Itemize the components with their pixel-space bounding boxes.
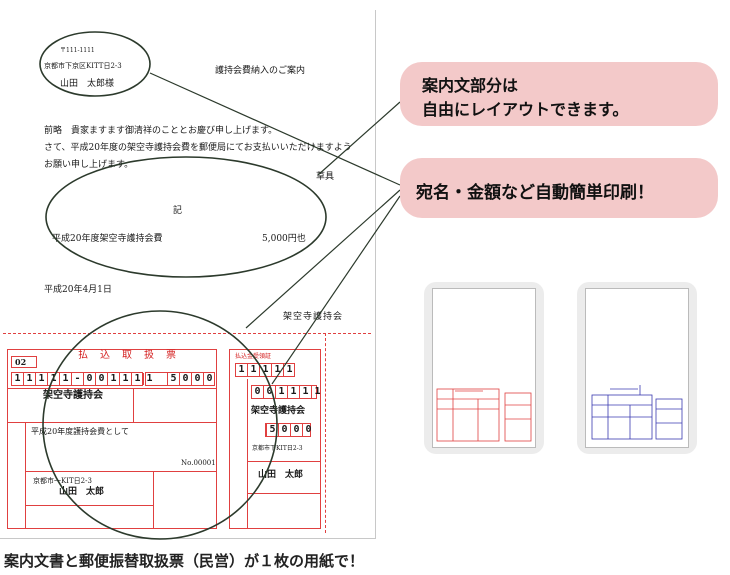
amount-digit: 0	[203, 373, 215, 385]
receipt-amount-digit: 0	[290, 424, 302, 436]
account-digit: 1	[107, 373, 119, 385]
receipt-amount-digit: 0	[278, 424, 290, 436]
letter-closing: 草具	[316, 172, 335, 182]
connector-line	[271, 195, 401, 385]
recipient-name: 山田 太郎様	[60, 79, 115, 89]
callout-autoprint: 宛名・金額など自動簡単印刷！	[400, 158, 718, 218]
slip-address: 京都市一KIT日2-3	[33, 477, 92, 485]
callout-autoprint-text: 宛名・金額など自動簡単印刷！	[416, 183, 654, 203]
receipt-head-digits: 1 1 1 1 1	[235, 364, 295, 376]
callout-layout: 案内文部分は 自由にレイアウトできます。	[400, 62, 718, 126]
account-digit: 1	[119, 373, 131, 385]
slip-ellipse	[42, 310, 278, 540]
receipt-name: 山田 太郎	[258, 470, 304, 480]
document-sheet: 〒111-1111 京都市下京区KITT日2-3 山田 太郎様 護持会費納入のご…	[0, 10, 376, 539]
receipt-account-digit: 0	[251, 386, 263, 398]
receipt-account-digit: 1	[275, 386, 287, 398]
receipt-account-digit: 1	[299, 386, 311, 398]
account-number: 1 1 1 1 1 - 0 0 1 1 1 1	[11, 373, 155, 385]
callout-layout-line1: 案内文部分は	[422, 76, 519, 95]
amount-digit: 0	[179, 373, 191, 385]
receipt-head-digit: 1	[247, 364, 259, 376]
slip-receipt-frame	[229, 349, 321, 529]
account-digit: -	[71, 373, 83, 385]
connector-line	[317, 101, 401, 176]
receipt-head-digit: 1	[283, 364, 295, 376]
sender-name: 架空寺護持会	[283, 312, 344, 322]
amount-digits: 5 0 0 0	[167, 373, 215, 385]
blue-form-preview	[591, 385, 683, 440]
receipt-account-digit: 1	[311, 386, 323, 398]
account-digit: 1	[131, 373, 143, 385]
letter-date: 平成20年4月1日	[44, 285, 112, 295]
amount-digit: 5	[167, 373, 179, 385]
fee-amount: 5,000円也	[262, 234, 306, 244]
receipt-amount-digit: 0	[302, 424, 314, 436]
connector-line	[149, 72, 401, 186]
red-form-preview	[436, 388, 532, 442]
receipt-amount-digits: 5 0 0 0	[266, 424, 314, 436]
bottom-caption: 案内文書と郵便振替取扱票（民営）が１枚の用紙で！	[4, 552, 365, 570]
fee-ellipse	[45, 156, 327, 278]
account-digit: 1	[59, 373, 71, 385]
receipt-head-digit: 1	[271, 364, 283, 376]
receipt-head-digit: 1	[235, 364, 247, 376]
callout-layout-line2: 自由にレイアウトできます。	[422, 100, 629, 119]
account-digit: 0	[95, 373, 107, 385]
receipt-head-digit: 1	[259, 364, 271, 376]
receipt-address: 京都市下KIT日2-3	[252, 445, 303, 452]
receipt-payee: 架空寺護持会	[251, 406, 306, 416]
account-digit: 1	[143, 373, 155, 385]
account-digit: 0	[83, 373, 95, 385]
receipt-amount-box	[265, 423, 311, 437]
slip-number: No.00001	[181, 459, 216, 467]
slip-payer: 山田 太郎	[59, 487, 105, 497]
account-digit: 1	[23, 373, 35, 385]
thumbnail-blue-form	[577, 282, 697, 454]
receipt-amount-digit: 5	[266, 424, 278, 436]
letter-line-2: さて、平成20年度の架空寺護持会費を郵便局にてお支払いいただけますよう	[44, 143, 352, 153]
letter-title: 護持会費納入のご案内	[215, 66, 306, 76]
ki-label: 記	[173, 206, 183, 216]
account-digit: 1	[11, 373, 23, 385]
receipt-account-digit: 0	[263, 386, 275, 398]
slip-memo: 平成20年度護持会費として	[31, 427, 129, 436]
account-digit: 1	[35, 373, 47, 385]
slip-code-box	[11, 356, 37, 368]
receipt-account-digit: 1	[287, 386, 299, 398]
slip-heading: 払 込 取 扱 票	[78, 350, 177, 361]
letter-line-3: お願い申し上げます。	[44, 160, 134, 170]
amount-digit: 0	[191, 373, 203, 385]
slip-payee: 架空寺護持会	[43, 390, 103, 401]
letter-line-1: 前略 貴家ますます御清祥のこととお慶び申し上げます。	[44, 126, 278, 136]
recipient-address: 京都市下京区KITT日2-3	[44, 62, 122, 70]
receipt-account-digits: 0 0 1 1 1 1	[251, 386, 323, 398]
fee-item: 平成20年度架空寺護持会費	[52, 234, 163, 244]
transfer-slip: 払 込 取 扱 票 02 1 1 1 1 1 - 0 0 1 1 1 1 5 0…	[3, 333, 373, 535]
amount-box	[145, 372, 215, 386]
connector-line	[245, 189, 401, 329]
slip-code: 02	[15, 357, 27, 367]
postal-code: 〒111-1111	[60, 47, 95, 54]
thumbnail-red-form	[424, 282, 544, 454]
address-ellipse	[39, 31, 151, 97]
